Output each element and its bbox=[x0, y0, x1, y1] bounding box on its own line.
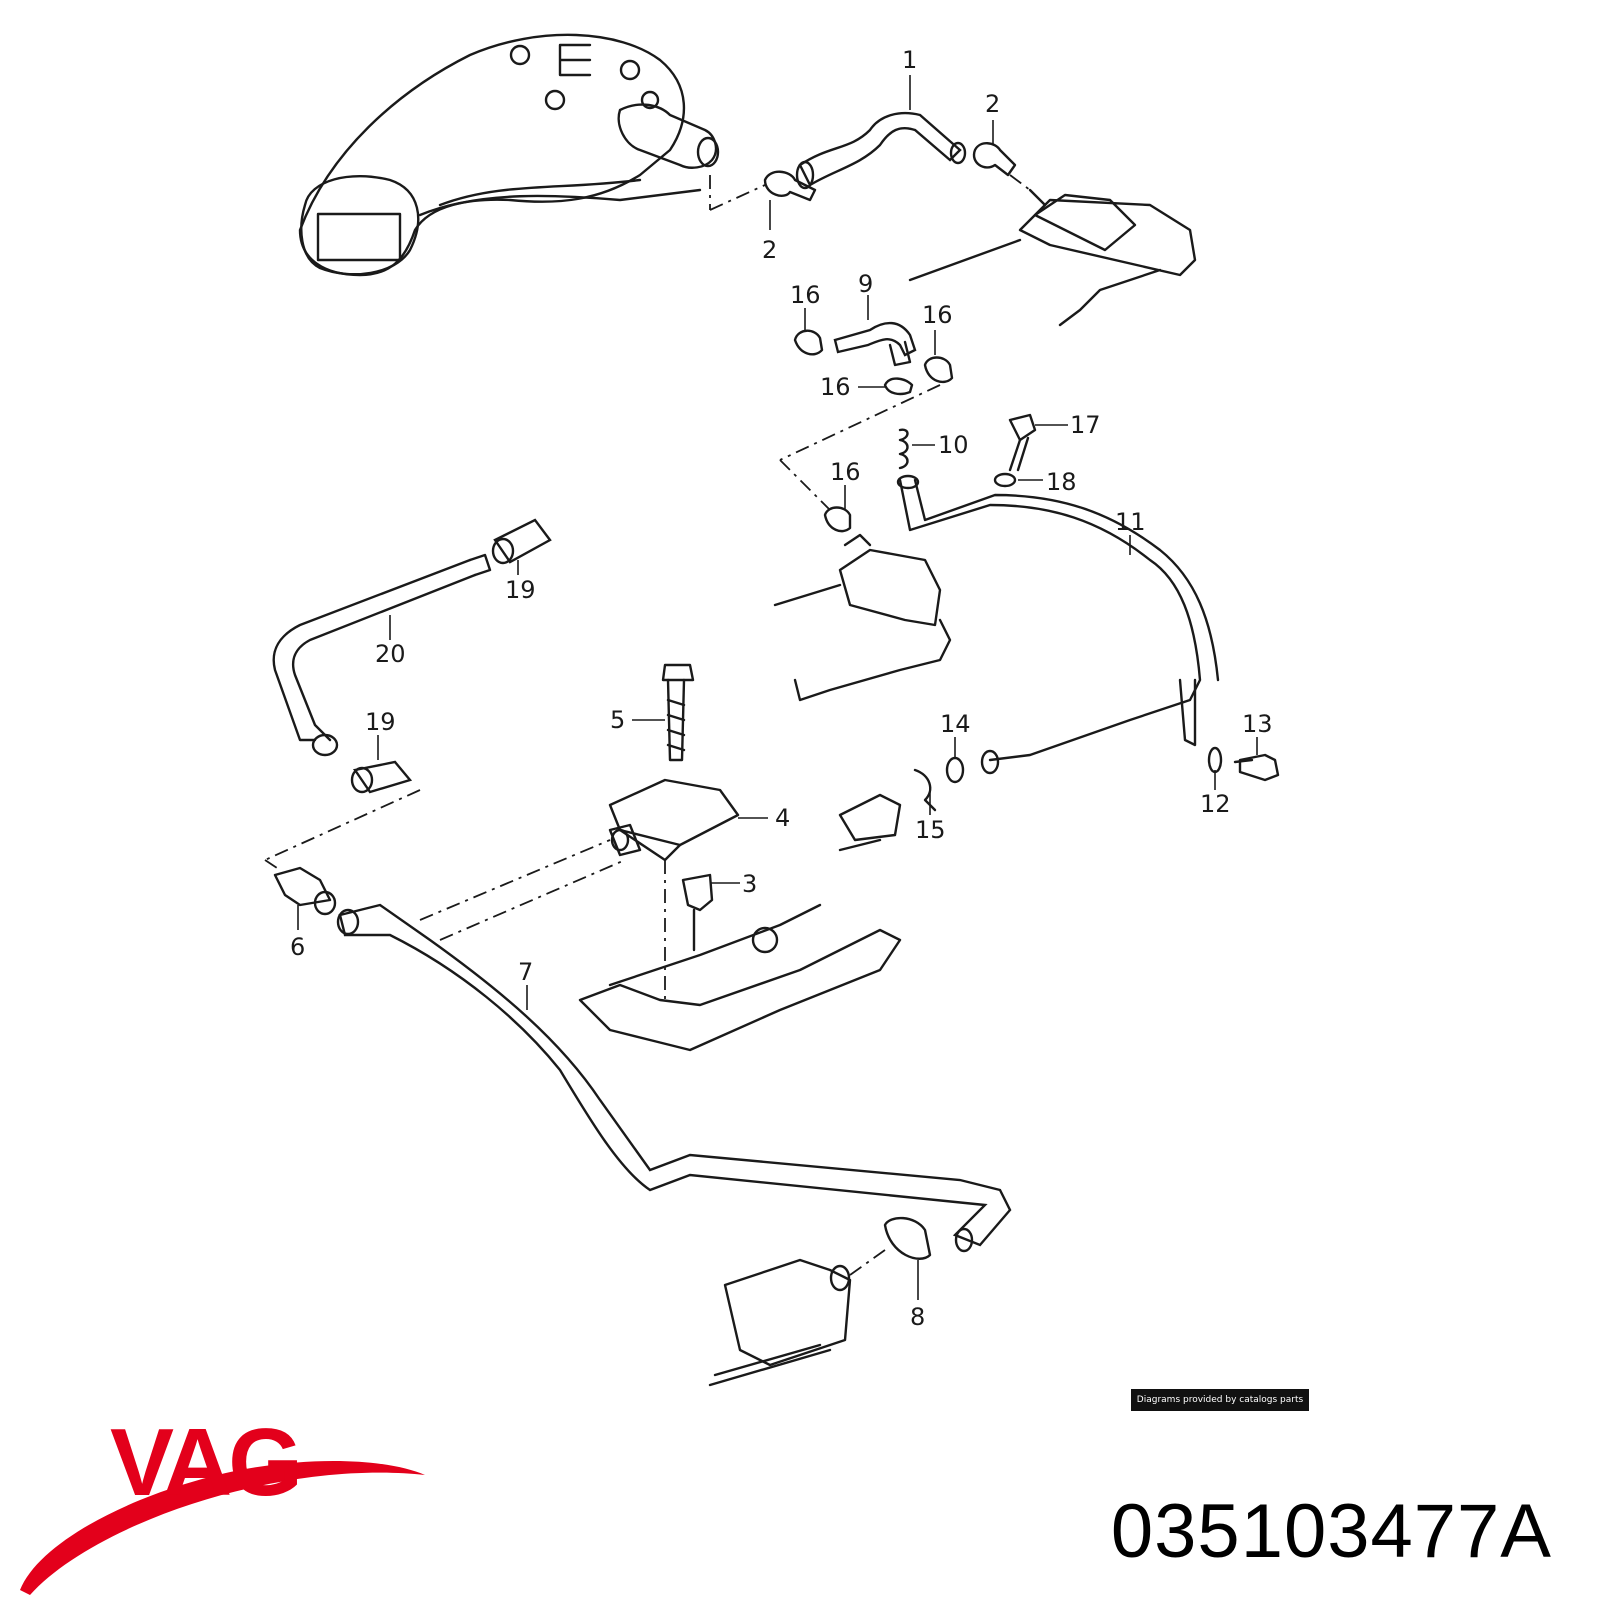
valve-cover-lower bbox=[578, 903, 902, 1052]
callout-6: 6 bbox=[290, 933, 305, 961]
clamp-8 bbox=[883, 1216, 932, 1260]
callout-17: 17 bbox=[1070, 411, 1101, 439]
fitting-6 bbox=[273, 866, 337, 916]
hose-1 bbox=[795, 111, 967, 190]
callout-12: 12 bbox=[1200, 790, 1231, 818]
callout-20: 20 bbox=[375, 640, 406, 668]
valve-15 bbox=[838, 793, 902, 852]
callout-19: 19 bbox=[365, 708, 396, 736]
cover-4 bbox=[608, 778, 740, 862]
bolt-13 bbox=[1233, 753, 1280, 782]
clamp-16b bbox=[923, 356, 954, 384]
brand-name: VAG bbox=[110, 1409, 303, 1516]
callout-2: 2 bbox=[762, 236, 777, 264]
callout-2: 2 bbox=[985, 90, 1000, 118]
callout-8: 8 bbox=[910, 1303, 925, 1331]
callout-11: 11 bbox=[1115, 508, 1146, 536]
callout-16: 16 bbox=[790, 281, 821, 309]
assembly-lines bbox=[264, 174, 1031, 1276]
callout-16: 16 bbox=[922, 301, 953, 329]
clamp-2b bbox=[972, 142, 1017, 177]
callouts: 1 2 2 16 9 16 16 17 10 18 16 11 19 20 5 … bbox=[290, 46, 1273, 1331]
callout-3: 3 bbox=[742, 870, 757, 898]
valve-cover-upper bbox=[908, 188, 1197, 327]
grommet-3 bbox=[681, 873, 714, 952]
hose-7 bbox=[336, 903, 1012, 1253]
callout-16: 16 bbox=[830, 458, 861, 486]
callout-7: 7 bbox=[518, 958, 533, 986]
clip-15 bbox=[913, 768, 937, 812]
clip-10 bbox=[898, 428, 909, 470]
callout-19: 19 bbox=[505, 576, 536, 604]
callout-16: 16 bbox=[820, 373, 851, 401]
hose-20 bbox=[272, 553, 492, 757]
clamp-16a bbox=[793, 329, 824, 356]
callout-9: 9 bbox=[858, 270, 873, 298]
clamp-16d bbox=[823, 506, 852, 533]
washer-18 bbox=[993, 472, 1017, 488]
air-intake-housing bbox=[298, 33, 720, 277]
pipe-11 bbox=[896, 474, 1220, 775]
bolt-17 bbox=[1008, 413, 1037, 472]
hose-9 bbox=[833, 321, 917, 367]
washer-14 bbox=[945, 756, 965, 784]
clamp-16c bbox=[883, 377, 914, 396]
callout-10: 10 bbox=[938, 431, 969, 459]
vag-swoosh-logo bbox=[20, 1460, 425, 1595]
callout-5: 5 bbox=[610, 706, 625, 734]
callout-13: 13 bbox=[1242, 710, 1273, 738]
callout-15: 15 bbox=[915, 816, 946, 844]
washer-12 bbox=[1207, 746, 1223, 774]
diagram-credit-label: Diagrams provided by catalogs parts bbox=[1131, 1389, 1309, 1411]
part-number: 035103477A bbox=[1110, 1489, 1552, 1574]
sleeve-19a bbox=[491, 518, 552, 565]
callout-1: 1 bbox=[902, 46, 917, 74]
callout-4: 4 bbox=[775, 804, 790, 832]
leader-lines bbox=[297, 75, 1258, 1300]
valve-cover-middle bbox=[773, 533, 952, 702]
sleeve-19b bbox=[350, 760, 413, 794]
valve-bottom bbox=[708, 1258, 852, 1387]
exploded-parts-diagram: 1 2 2 16 9 16 16 17 10 18 16 11 19 20 5 … bbox=[264, 33, 1280, 1387]
clamp-2a bbox=[763, 170, 817, 202]
callout-14: 14 bbox=[940, 710, 971, 738]
bolt-5 bbox=[661, 663, 695, 762]
callout-18: 18 bbox=[1046, 468, 1077, 496]
